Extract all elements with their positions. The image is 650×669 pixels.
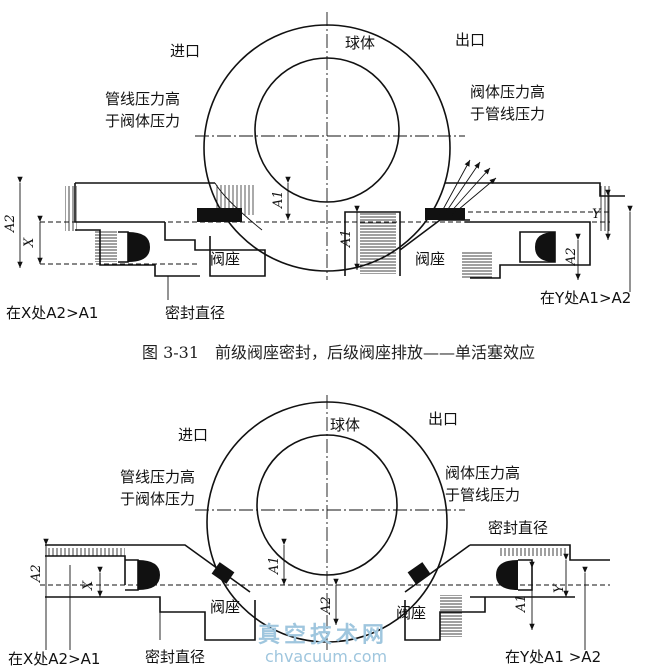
seal-diameter-label: 密封直径 — [165, 304, 225, 322]
seat-right-label: 阀座 — [415, 250, 445, 268]
ball-label: 球体 — [330, 416, 360, 434]
left-note-line-1: 管线压力高 — [105, 90, 180, 108]
dim-a1-right: A1 — [514, 594, 529, 613]
seat-left-label: 阀座 — [210, 250, 240, 268]
seal-ring-left — [138, 560, 160, 590]
seal-ring-right — [496, 560, 518, 590]
dim-a2-left: A2 — [3, 214, 18, 233]
dim-a2-mid: A2 — [319, 596, 334, 615]
figure-caption: 图 3-31 前级阀座密封，后级阀座排放——单活塞效应 — [142, 343, 535, 362]
right-condition: 在Y处A1>A2 — [540, 289, 631, 307]
outlet-label: 出口 — [428, 410, 458, 428]
right-note-line-2: 于管线压力 — [470, 105, 545, 123]
dim-a2-right: A2 — [564, 247, 579, 266]
right-condition: 在Y处A1 >A2 — [505, 648, 601, 666]
seat-left-label: 阀座 — [210, 598, 240, 616]
seal-ring-left — [128, 232, 150, 262]
inlet-label: 进口 — [170, 42, 200, 60]
ball-label: 球体 — [345, 34, 375, 52]
left-note-line-2: 于阀体压力 — [120, 490, 195, 508]
dim-a1-mid: A1 — [339, 229, 354, 248]
left-condition: 在X处A2>A1 — [8, 650, 100, 668]
dim-a1-top: A1 — [267, 556, 282, 575]
right-note-line-2: 于管线压力 — [445, 486, 520, 504]
outlet-label: 出口 — [455, 31, 485, 49]
seat-right-label: 阀座 — [396, 604, 426, 622]
dim-x-left: X — [81, 580, 96, 591]
dim-x-left: X — [22, 237, 37, 248]
dim-y-right: Y — [592, 207, 602, 222]
dim-a1-top: A1 — [271, 190, 286, 209]
watermark-url: chvacuum.com — [265, 647, 387, 666]
seal-diameter-top-label: 密封直径 — [488, 519, 548, 537]
top-figure: A2 X A1 A1 Y A2 进口 球体 出口 管线压力高 于阀体压力 阀体压… — [3, 12, 633, 322]
left-note-line-2: 于阀体压力 — [105, 112, 180, 130]
right-note-line-1: 阀体压力高 — [470, 83, 545, 101]
seat-insert-left — [211, 562, 235, 584]
dim-y-right: Y — [552, 583, 567, 593]
seal-ring-right — [535, 232, 555, 262]
watermark-title: 真空技术网 — [258, 622, 388, 648]
dim-a2-left: A2 — [29, 564, 44, 583]
seat-insert-right — [407, 562, 431, 584]
bottom-figure: A2 X A1 A2 A1 Y 进口 球体 出口 管线压力高 于阀体压力 阀体压… — [8, 395, 610, 668]
left-note-line-1: 管线压力高 — [120, 468, 195, 486]
inlet-label: 进口 — [178, 426, 208, 444]
left-condition: 在X处A2>A1 — [6, 304, 98, 322]
seal-diameter-bottom-label: 密封直径 — [145, 648, 205, 666]
right-note-line-1: 阀体压力高 — [445, 464, 520, 482]
